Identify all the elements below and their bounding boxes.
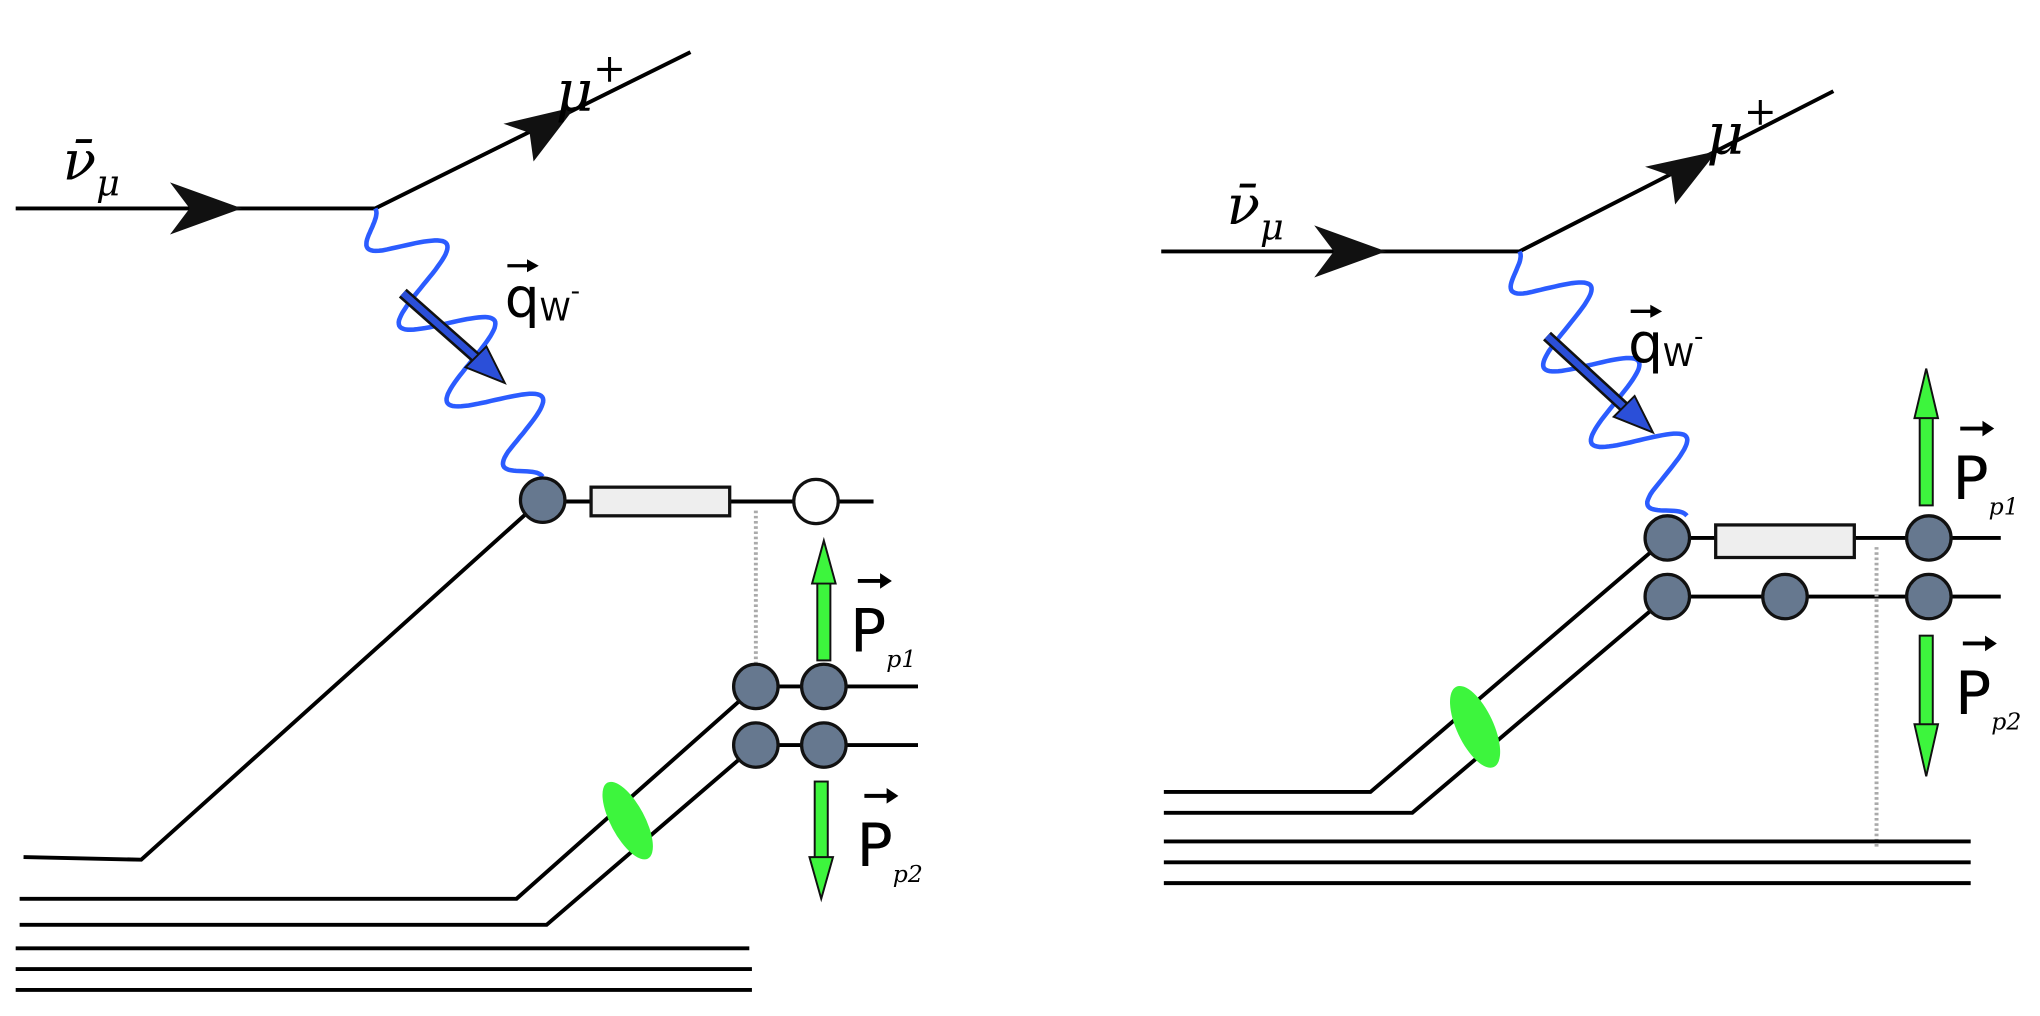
svg-text:Pp2: Pp2	[857, 811, 923, 888]
struck-quark-line	[23, 497, 545, 862]
pair-line-2	[19, 743, 758, 927]
hole-node	[792, 477, 840, 526]
mu-label: μ+	[1707, 90, 1777, 168]
w-boson-wave	[1508, 250, 1690, 518]
pair-line-1	[1163, 536, 1669, 794]
nu-label: ν̄μ	[1227, 173, 1284, 249]
proton-arrow-up	[810, 536, 837, 662]
nucleon-node	[1643, 572, 1692, 621]
nucleon-node	[1761, 572, 1809, 621]
mu-label: μ+	[556, 47, 626, 125]
p1-label: Pp1	[850, 573, 916, 673]
nucleon-node	[1904, 514, 1953, 562]
proton-arrow-down	[1913, 634, 1940, 777]
nu-label: ν̄μ	[63, 129, 120, 205]
p2-label: Pp2	[1955, 635, 2021, 736]
p2-label: Pp2	[857, 788, 923, 888]
svg-text:Pp1: Pp1	[1952, 444, 2018, 521]
arrow-head-icon	[503, 106, 576, 162]
nucleon-node	[799, 721, 848, 769]
arrow-head-icon	[1645, 151, 1717, 205]
p1-label: Pp1	[1952, 420, 2019, 521]
svg-text:Pp1: Pp1	[850, 596, 916, 673]
arrow-head-icon	[170, 182, 242, 235]
w-boson-wave	[364, 207, 546, 479]
pair-line-2	[1163, 595, 1669, 815]
proton-arrow-up	[1913, 368, 1940, 507]
arrow-head-icon	[1314, 225, 1387, 278]
string-box	[1714, 523, 1856, 560]
diagram-right: ν̄μ μ+ qW- Pp1	[1161, 89, 2021, 886]
proton-arrow-down	[808, 780, 835, 903]
nucleon-node	[1904, 572, 1953, 621]
gluon-blob	[602, 781, 653, 860]
nucleon-node	[731, 662, 780, 711]
svg-text:qW-: qW-	[505, 266, 580, 330]
pair-line-1	[19, 684, 758, 901]
nucleon-node	[799, 662, 848, 711]
string-box	[589, 485, 732, 518]
q-label: qW-	[1628, 304, 1703, 375]
momentum-arrow-head	[1611, 394, 1655, 435]
quark-node	[518, 476, 567, 524]
quark-node	[1643, 514, 1692, 562]
q-label: qW-	[505, 259, 580, 329]
gluon-blob	[1450, 685, 1501, 768]
svg-text:qW-: qW-	[1628, 311, 1703, 375]
diagram-left: ν̄μ μ+ qW- Pp1	[15, 47, 923, 992]
nucleon-node	[731, 721, 780, 769]
momentum-arrow-head	[463, 344, 507, 385]
svg-text:Pp2: Pp2	[1955, 659, 2021, 736]
